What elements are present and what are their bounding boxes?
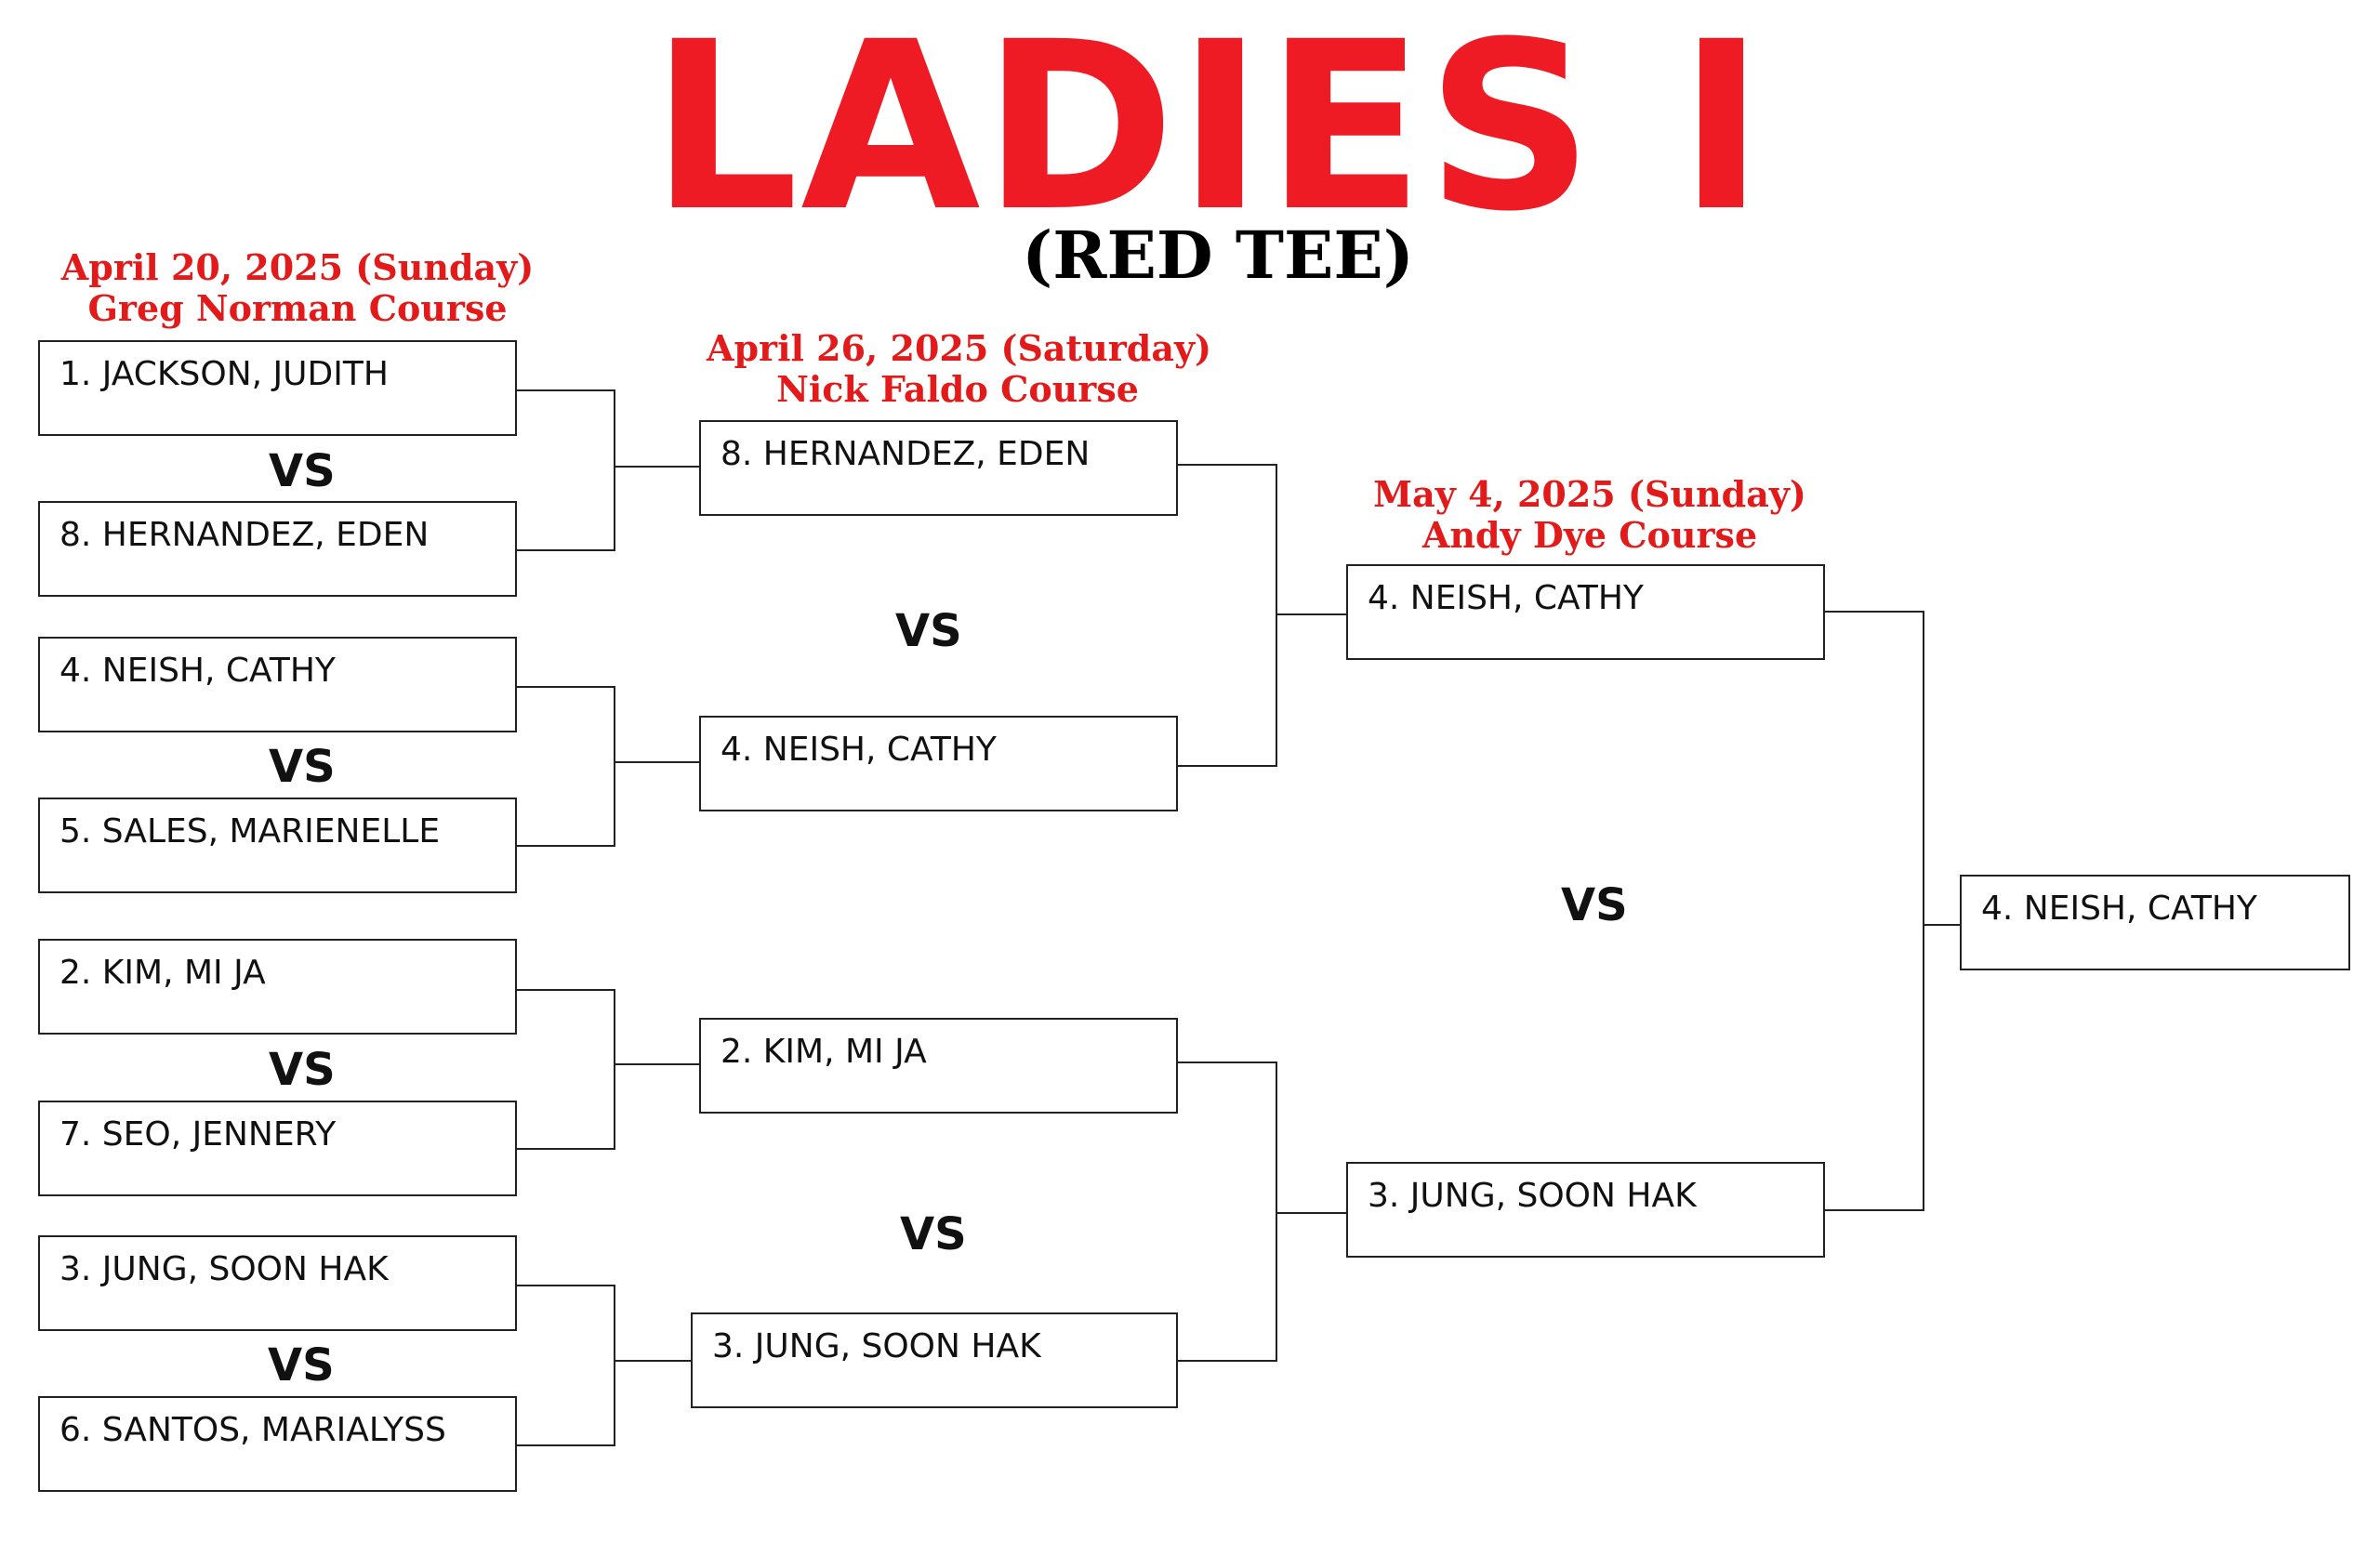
round3-course: Andy Dye Course bbox=[1421, 514, 1758, 556]
round2-player-box: 3. JUNG, SOON HAK bbox=[691, 1312, 1178, 1408]
round3-player-box: 4. NEISH, CATHY bbox=[1346, 564, 1825, 660]
vs-label: VS bbox=[268, 1339, 335, 1391]
vs-label: VS bbox=[900, 1208, 967, 1260]
vs-label: VS bbox=[269, 741, 336, 793]
round3-date: May 4, 2025 (Sunday) bbox=[1373, 473, 1806, 515]
round3-player-box: 3. JUNG, SOON HAK bbox=[1346, 1162, 1825, 1258]
vs-label: VS bbox=[269, 1044, 336, 1096]
round1-player-box: 8. HERNANDEZ, EDEN bbox=[38, 501, 517, 597]
vs-label: VS bbox=[895, 605, 962, 657]
round1-date: April 20, 2025 (Sunday) bbox=[60, 246, 535, 288]
connector-r1-m2 bbox=[516, 686, 615, 847]
connector-r3 bbox=[1825, 611, 1924, 1211]
connector-r2-top bbox=[1178, 464, 1277, 767]
bracket-subtitle: (RED TEE) bbox=[1022, 217, 1414, 294]
round1-player-box: 6. SANTOS, MARIALYSS bbox=[38, 1396, 517, 1492]
round2-player-box: 8. HERNANDEZ, EDEN bbox=[699, 420, 1178, 516]
champion-box: 4. NEISH, CATHY bbox=[1960, 875, 2350, 970]
round2-date: April 26, 2025 (Saturday) bbox=[707, 327, 1212, 369]
round2-player-box: 4. NEISH, CATHY bbox=[699, 716, 1178, 811]
vs-label: VS bbox=[1561, 879, 1628, 931]
round1-player-box: 3. JUNG, SOON HAK bbox=[38, 1235, 517, 1331]
connector-r1-m3 bbox=[516, 989, 615, 1150]
round1-player-box: 2. KIM, MI JA bbox=[38, 939, 517, 1035]
round3-header: May 4, 2025 (Sunday) Andy Dye Course bbox=[1357, 474, 1822, 556]
round2-header: April 26, 2025 (Saturday) Nick Faldo Cou… bbox=[707, 327, 1212, 410]
round1-player-box: 7. SEO, JENNERY bbox=[38, 1101, 517, 1196]
round1-course: Greg Norman Course bbox=[87, 287, 508, 329]
round1-player-box: 1. JACKSON, JUDITH bbox=[38, 340, 517, 436]
round2-course: Nick Faldo Course bbox=[776, 368, 1139, 410]
connector-r1-m1 bbox=[516, 389, 615, 551]
connector-r1-m4 bbox=[516, 1285, 615, 1446]
round2-player-box: 2. KIM, MI JA bbox=[699, 1018, 1178, 1114]
round1-header: April 20, 2025 (Sunday) Greg Norman Cour… bbox=[56, 247, 539, 329]
round1-player-box: 4. NEISH, CATHY bbox=[38, 637, 517, 732]
connector-r2-bottom bbox=[1178, 1062, 1277, 1362]
round1-player-box: 5. SALES, MARIENELLE bbox=[38, 798, 517, 893]
vs-label: VS bbox=[269, 445, 336, 497]
bracket-title: LADIES I bbox=[650, 0, 1767, 262]
